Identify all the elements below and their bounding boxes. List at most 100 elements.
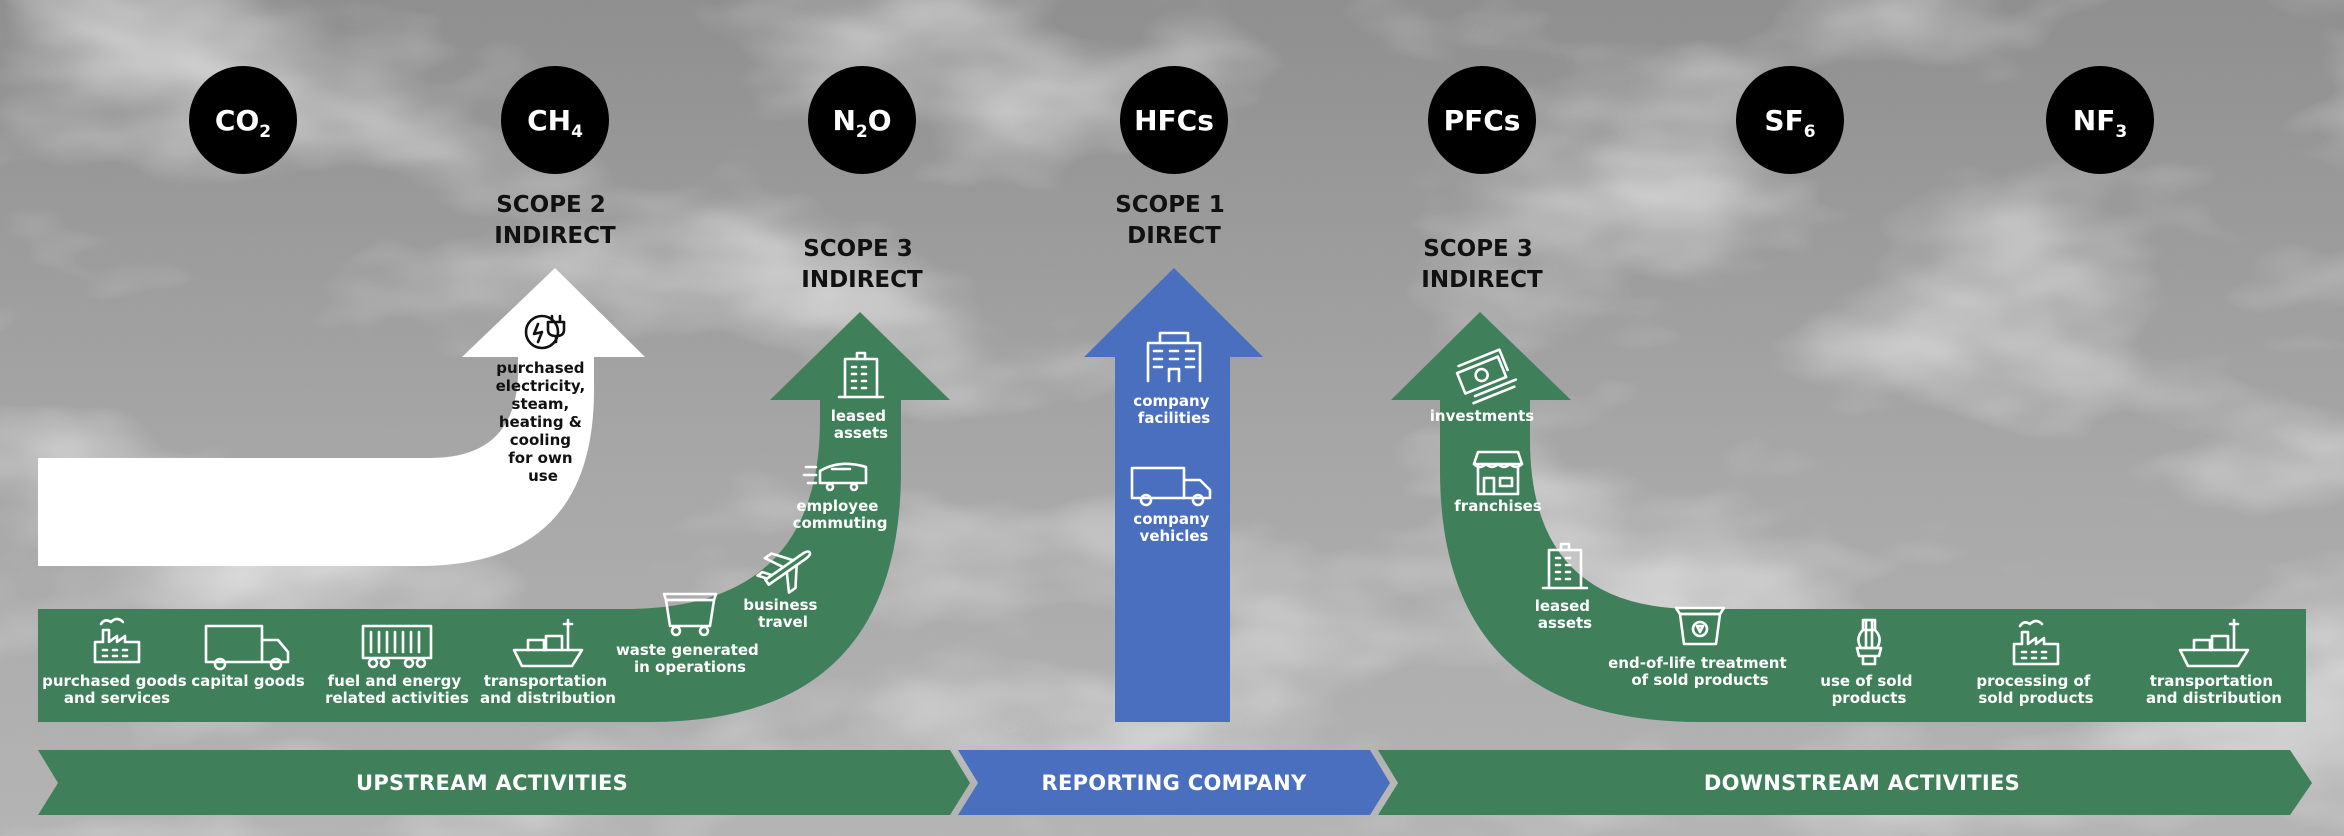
rail-car-icon (361, 624, 433, 669)
reporting-item-facilities: company facilities (1133, 331, 1214, 427)
building-icon (837, 351, 885, 399)
gas-2: N2O (808, 66, 916, 174)
gas-subscript: 2 (856, 122, 868, 142)
airplane-icon (756, 550, 812, 594)
gas-circle (501, 66, 609, 174)
downstream-label-use-of-sold: use of sold products (1820, 672, 1917, 707)
gas-circle (1428, 66, 1536, 174)
gas-label: HFCs (1134, 104, 1214, 137)
scope2-heading: SCOPE 2 INDIRECT (494, 192, 616, 249)
gas-subscript: 6 (1804, 122, 1816, 142)
scope2-item-label: purchased electricity, steam, heating & … (496, 359, 591, 485)
downstream-item-transportation: transportation and distribution (2146, 618, 2282, 707)
reporting-band (958, 750, 1390, 815)
truck-icon (204, 624, 290, 671)
upstream-label-purchased-goods: purchased goods and services (42, 672, 192, 707)
upstream-label-transportation: transportation and distribution (480, 672, 616, 707)
upstream-band (38, 750, 970, 815)
downstream-item-leased-assets: leased assets (1535, 542, 1596, 632)
gas-formula: NF (2073, 104, 2116, 137)
downstream-band-label: DOWNSTREAM ACTIVITIES (1704, 771, 2020, 795)
reporting-label-facilities: company facilities (1133, 392, 1214, 427)
upstream-arrow (38, 312, 950, 722)
reporting-arrow (1084, 268, 1263, 722)
recycle-bin-icon (1674, 606, 1726, 646)
ship-icon (512, 618, 584, 668)
upstream-item-business-travel: business travel (743, 550, 822, 631)
upstream-label-fuel-energy: fuel and energy related activities (325, 672, 469, 707)
gas-formula-tail: O (868, 104, 892, 137)
downstream-label-investments: investments (1430, 407, 1535, 425)
upstream-item-purchased-goods: purchased goods and services (42, 617, 192, 707)
gas-circle (1736, 66, 1844, 174)
gas-1: CH4 (501, 66, 609, 174)
downstream-item-processing: processing of sold products (1976, 619, 2095, 707)
downstream-item-use-of-sold: use of sold products (1820, 618, 1917, 707)
train-icon (802, 462, 868, 492)
gas-label: NF3 (2073, 104, 2127, 142)
gas-5: SF6 (1736, 66, 1844, 174)
gas-circle (189, 66, 297, 174)
gas-4: PFCs (1428, 66, 1536, 174)
downstream-band (1378, 750, 2312, 815)
upstream-band-label: UPSTREAM ACTIVITIES (356, 771, 628, 795)
upstream-item-fuel-energy: fuel and energy related activities (325, 624, 469, 707)
downstream-label-leased-assets: leased assets (1535, 597, 1596, 632)
gas-label: N2O (832, 104, 891, 142)
gas-label: CO2 (215, 104, 271, 142)
reporting-item-vehicles: company vehicles (1130, 466, 1214, 545)
lightbulb-icon (1855, 618, 1883, 666)
downstream-label-franchises: franchises (1454, 497, 1542, 515)
upstream-label-business-travel: business travel (743, 596, 822, 631)
ship-icon (2178, 618, 2250, 668)
downstream-item-investments: investments (1430, 348, 1535, 425)
gas-label: SF6 (1764, 104, 1815, 142)
gas-formula: HFCs (1134, 104, 1214, 137)
scope3-downstream-heading: SCOPE 3 INDIRECT (1421, 236, 1543, 293)
truck-icon (1130, 466, 1212, 507)
upstream-item-leased-assets: leased assets (831, 351, 892, 442)
upstream-label-commuting: employee commuting (793, 497, 888, 532)
gas-3: HFCs (1120, 66, 1228, 174)
scope2-item: purchased electricity, steam, heating & … (496, 314, 591, 485)
gas-circle (2046, 66, 2154, 174)
downstream-arrow (1391, 312, 2306, 722)
downstream-label-processing: processing of sold products (1976, 672, 2095, 707)
gas-formula: CH (527, 104, 571, 137)
reporting-band-label: REPORTING COMPANY (1041, 771, 1306, 795)
gas-circle (1120, 66, 1228, 174)
dumpster-icon (662, 592, 718, 637)
scope1-heading: SCOPE 1 DIRECT (1115, 192, 1233, 249)
gas-formula: SF (1764, 104, 1803, 137)
building-icon (1541, 542, 1589, 590)
factory-icon (2012, 619, 2060, 666)
downstream-label-transportation: transportation and distribution (2146, 672, 2282, 707)
gas-formula: CO (215, 104, 259, 137)
storefront-icon (1472, 450, 1524, 496)
gas-subscript: 2 (259, 122, 271, 142)
upstream-item-commuting: employee commuting (793, 462, 888, 532)
gas-6: NF3 (2046, 66, 2154, 174)
upstream-label-capital-goods: capital goods (191, 672, 305, 690)
gas-formula: PFCs (1444, 104, 1521, 137)
reporting-label-vehicles: company vehicles (1133, 510, 1214, 545)
gas-label: CH4 (527, 104, 583, 142)
gas-subscript: 4 (571, 122, 583, 142)
money-icon (1455, 348, 1518, 405)
upstream-label-leased-assets: leased assets (831, 407, 892, 442)
gas-label: PFCs (1444, 104, 1521, 137)
office-building-icon (1146, 331, 1202, 383)
factory-icon (93, 617, 141, 664)
gas-subscript: 3 (2115, 122, 2127, 142)
scope3-upstream-heading: SCOPE 3 INDIRECT (801, 236, 923, 293)
gas-circle (808, 66, 916, 174)
scope2-arrow (38, 268, 645, 566)
plug-icon (524, 314, 566, 350)
downstream-label-end-of-life: end-of-life treatment of sold products (1608, 654, 1792, 689)
upstream-item-transportation: transportation and distribution (480, 618, 616, 707)
upstream-item-capital-goods: capital goods (191, 624, 305, 690)
upstream-label-waste: waste generated in operations (616, 641, 764, 676)
